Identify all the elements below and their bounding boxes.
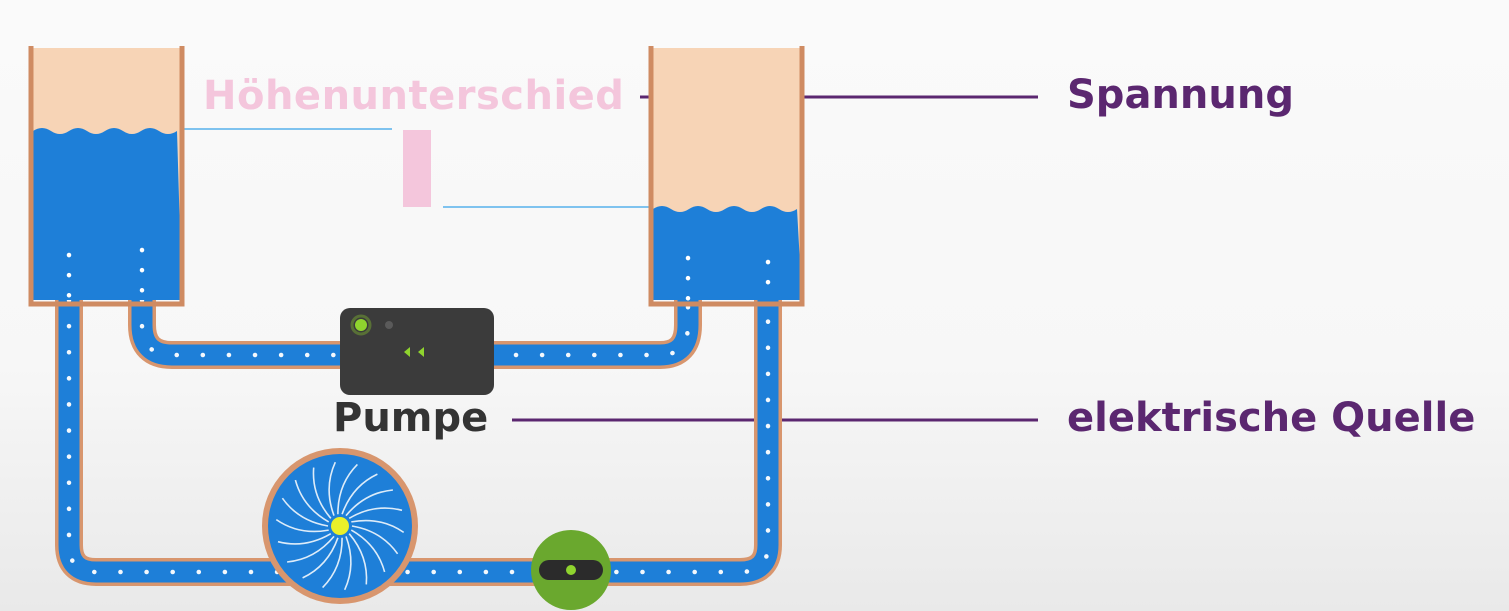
- water-wheel-icon: [262, 448, 418, 604]
- left-water-tank: [28, 46, 185, 307]
- wheel-blade: [277, 533, 332, 545]
- pump-box-icon: [340, 308, 494, 395]
- wheel-blade: [287, 535, 335, 563]
- wheel-blade: [348, 533, 368, 585]
- wheel-blade: [351, 519, 405, 534]
- voltage-label: Spannung: [1067, 72, 1294, 118]
- wheel-blade: [281, 497, 329, 527]
- height-difference-label: Höhenunterschied: [203, 73, 625, 119]
- right-water-tank: [648, 46, 805, 307]
- wheel-blade: [328, 461, 337, 516]
- wheel-blade: [322, 537, 343, 589]
- valve-icon: [531, 530, 611, 610]
- wheel-blade: [345, 489, 393, 517]
- wheel-blade: [302, 537, 339, 579]
- wheel-blade: [337, 463, 358, 515]
- electric-source-label: elektrische Quelle: [1067, 395, 1476, 441]
- wheel-blade: [348, 507, 403, 519]
- wheel-blade: [343, 536, 352, 591]
- wheel-blade: [294, 479, 330, 523]
- wheel-blade: [350, 529, 386, 573]
- pipe-network: [55, 286, 782, 586]
- wheel-blade: [312, 467, 332, 519]
- height-difference-marker: [403, 130, 431, 207]
- pump-label: Pumpe: [333, 395, 489, 441]
- wheel-blade: [275, 518, 329, 533]
- wheel-blade: [351, 525, 399, 555]
- wheel-blade: [341, 473, 378, 515]
